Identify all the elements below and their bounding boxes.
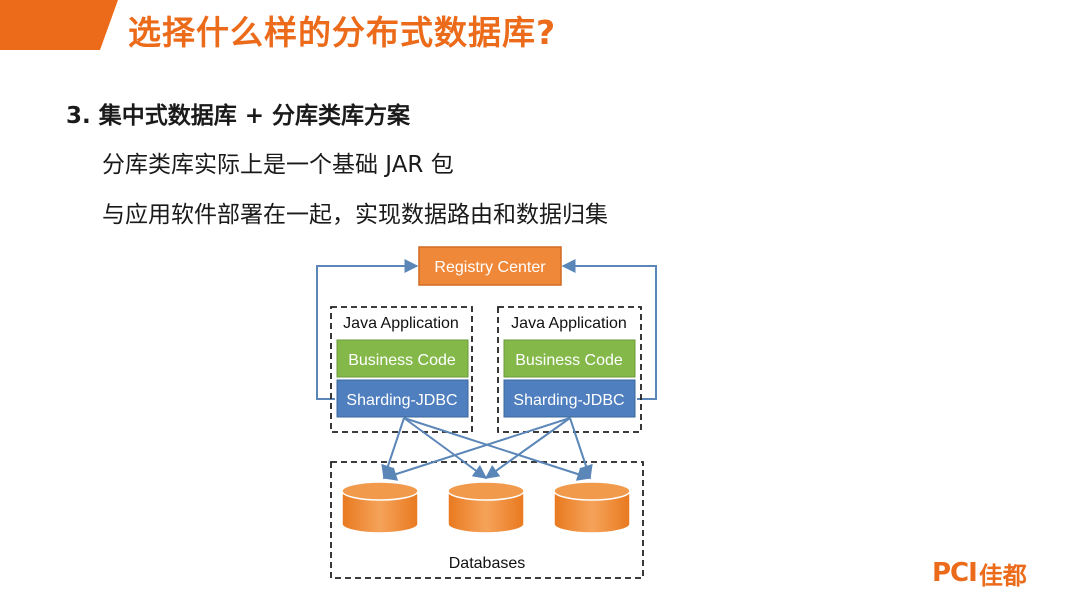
- business-code-2-box: [503, 339, 636, 378]
- arrow-app2-db3: [569, 417, 593, 480]
- logo-text: 佳都: [978, 561, 1027, 590]
- java-application-2: Java Application Business Code Sharding-…: [497, 306, 642, 433]
- routing-arrows: [381, 417, 593, 481]
- business-code-1-box: [336, 339, 469, 378]
- company-logo: PCI 佳都: [932, 558, 1027, 590]
- java-application-1-title: Java Application: [343, 315, 459, 332]
- database-1-icon: [341, 481, 419, 534]
- java-application-1: Java Application Business Code Sharding-…: [330, 306, 473, 433]
- arrow-app1-db2: [403, 417, 488, 479]
- arrow-app2-db1: [382, 417, 571, 481]
- sharding-jdbc-1-box: [336, 379, 469, 418]
- java-application-2-title: Java Application: [511, 315, 627, 332]
- logo-mark: PCI: [932, 558, 978, 588]
- database-3-icon: [553, 481, 631, 534]
- databases-label: Databases: [449, 555, 526, 572]
- right-registry-arrow: [561, 259, 657, 400]
- databases-group: Databases: [330, 461, 644, 579]
- sharding-jdbc-2-box: [503, 379, 636, 418]
- arrow-app2-db2: [484, 417, 571, 479]
- slide-title: 选择什么样的分布式数据库?: [128, 13, 557, 52]
- section-heading: 3. 集中式数据库 + 分库类库方案: [66, 103, 411, 129]
- title-bar: 选择什么样的分布式数据库?: [0, 0, 640, 52]
- arrow-app1-db1: [381, 417, 405, 480]
- business-code-2-label: Business Code: [515, 352, 623, 369]
- sharding-jdbc-1-label: Sharding-JDBC: [346, 392, 457, 409]
- business-code-1-label: Business Code: [348, 352, 456, 369]
- left-registry-arrow: [316, 259, 419, 400]
- arrow-app1-db3: [403, 417, 592, 481]
- bullet-text-2: 与应用软件部署在一起，实现数据路由和数据归集: [102, 202, 608, 228]
- title-banner-shape: [0, 0, 118, 50]
- sharding-jdbc-2-label: Sharding-JDBC: [513, 392, 624, 409]
- registry-center-box: Registry Center: [418, 246, 562, 286]
- bullet-text-1: 分库类库实际上是一个基础 JAR 包: [102, 152, 454, 178]
- registry-center-label: Registry Center: [434, 259, 546, 276]
- database-2-icon: [447, 481, 525, 534]
